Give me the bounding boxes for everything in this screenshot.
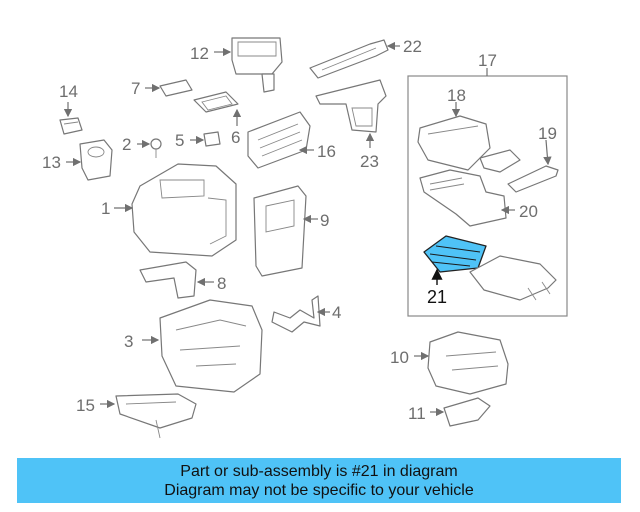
part-4-shape xyxy=(271,295,321,333)
label-10: 10 xyxy=(390,348,409,367)
part-20-shape xyxy=(419,169,507,227)
part-21-shape xyxy=(423,235,487,273)
part-5-shape xyxy=(203,131,221,147)
part-19-tray-shape xyxy=(479,149,521,173)
part-15-shape xyxy=(115,393,197,439)
part-19-shape xyxy=(507,165,559,193)
banner-line-2: Diagram may not be specific to your vehi… xyxy=(164,482,474,499)
label-1: 1 xyxy=(101,199,110,218)
label-19: 19 xyxy=(538,124,557,143)
info-banner: Part or sub-assembly is #21 in diagram D… xyxy=(17,458,621,503)
label-20: 20 xyxy=(519,202,538,221)
part-6-shape xyxy=(193,91,239,113)
label-17: 17 xyxy=(478,51,497,70)
part-11-shape xyxy=(443,397,491,427)
part-7-shape xyxy=(159,79,193,97)
part-2-shape xyxy=(150,138,162,158)
label-6: 6 xyxy=(231,128,240,147)
part-22-shape xyxy=(309,39,389,79)
label-11: 11 xyxy=(408,404,426,423)
part-10-shape xyxy=(427,331,509,395)
part-1-shape xyxy=(131,163,237,257)
label-3: 3 xyxy=(124,332,133,351)
part-16-shape xyxy=(247,111,311,169)
label-4: 4 xyxy=(332,303,341,322)
label-5: 5 xyxy=(175,131,184,150)
part-8-shape xyxy=(139,261,197,299)
banner-line-1: Part or sub-assembly is #21 in diagram xyxy=(180,463,458,480)
label-16: 16 xyxy=(317,142,336,161)
part-18-shape xyxy=(417,115,491,171)
label-7: 7 xyxy=(131,79,140,98)
part-3-shape xyxy=(159,299,263,393)
label-12: 12 xyxy=(190,44,209,63)
label-22: 22 xyxy=(403,37,422,56)
label-23: 23 xyxy=(360,152,379,171)
parts-diagram: 12 22 23 14 7 6 2 5 xyxy=(42,37,568,439)
part-23-shape xyxy=(315,79,387,133)
label-8: 8 xyxy=(217,274,226,293)
label-14: 14 xyxy=(59,82,78,101)
label-9: 9 xyxy=(320,211,329,230)
part-13-shape xyxy=(79,139,113,181)
label-13: 13 xyxy=(42,153,61,172)
label-21: 21 xyxy=(427,287,447,307)
label-18: 18 xyxy=(447,86,466,105)
part-9-shape xyxy=(253,185,307,277)
part-12-shape xyxy=(231,37,283,93)
label-2: 2 xyxy=(122,135,131,154)
part-14-shape xyxy=(59,117,83,135)
part-17-base-shape xyxy=(469,255,557,301)
label-15: 15 xyxy=(76,396,95,415)
